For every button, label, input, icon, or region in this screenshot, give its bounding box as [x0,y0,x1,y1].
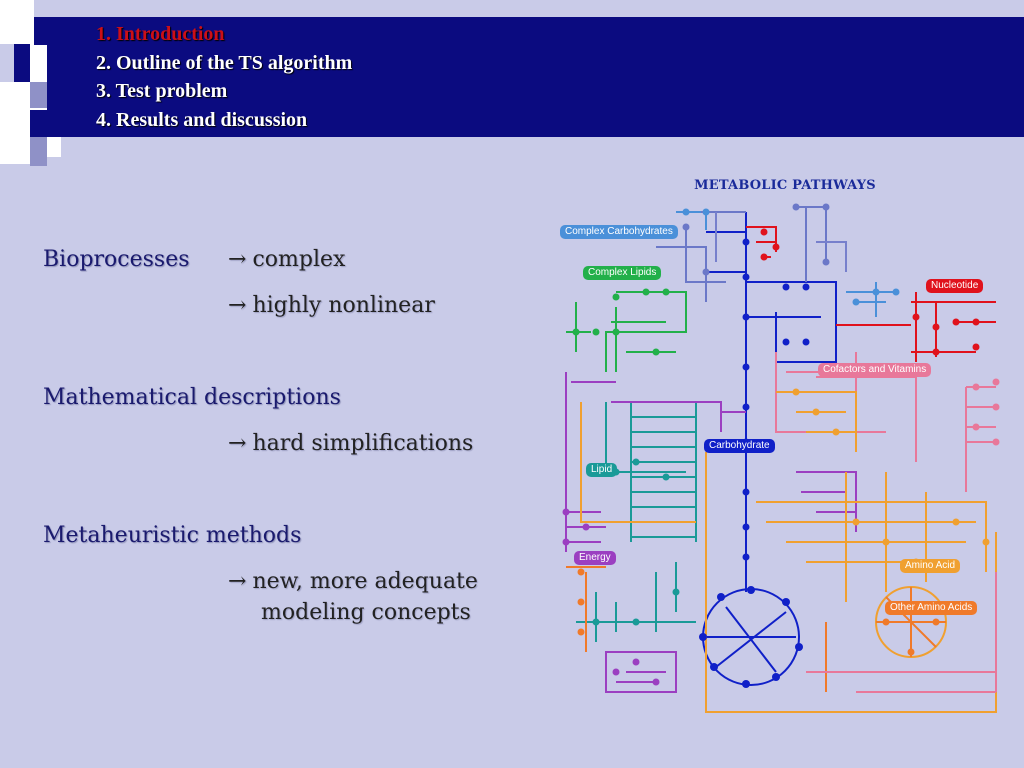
outline-item-introduction[interactable]: 1. Introduction [96,23,225,45]
point-simplifications: →hard simplifications [228,431,474,456]
metabolic-pathways-map: METABOLIC PATHWAYS [556,172,1014,720]
point-nonlinear: →highly nonlinear [228,293,435,318]
pathway-network [562,203,1000,713]
outline-item-ts-algorithm[interactable]: 2. Outline of the TS algorithm [96,51,353,74]
label-lipid: Lipid [586,463,618,477]
arrow-icon: → [228,293,247,318]
label-energy: Energy [574,551,616,565]
arrow-icon: → [228,247,247,272]
point-new-concepts: →new, more adequate [228,569,478,594]
label-amino-acid: Amino Acid [900,559,961,573]
outline-item-results[interactable]: 4. Results and discussion [96,108,308,131]
label-carbohydrate: Carbohydrate [704,439,775,453]
outline-item-test-problem[interactable]: 3. Test problem [96,80,228,102]
label-complex-carbohydrates: Complex Carbohydrates [560,225,678,239]
heading-bioprocesses: Bioprocesses [43,247,190,272]
header-band [47,17,1024,137]
pathway-nodes [562,203,1000,688]
point-new-concepts-line2: modeling concepts [261,600,471,625]
label-nucleotide: Nucleotide [926,279,984,293]
heading-math: Mathematical descriptions [43,385,341,410]
point-complex: →complex [228,247,346,272]
map-title: METABOLIC PATHWAYS [694,178,876,193]
arrow-icon: → [228,569,247,594]
label-cofactors: Cofactors and Vitamins [818,363,932,377]
heading-metaheuristic: Metaheuristic methods [43,523,302,548]
arrow-icon: → [228,431,247,456]
label-other-amino-acids: Other Amino Acids [885,601,978,615]
outline-list: 1. Introduction 2. Outline of the TS alg… [96,20,352,134]
label-complex-lipids: Complex Lipids [583,266,662,280]
